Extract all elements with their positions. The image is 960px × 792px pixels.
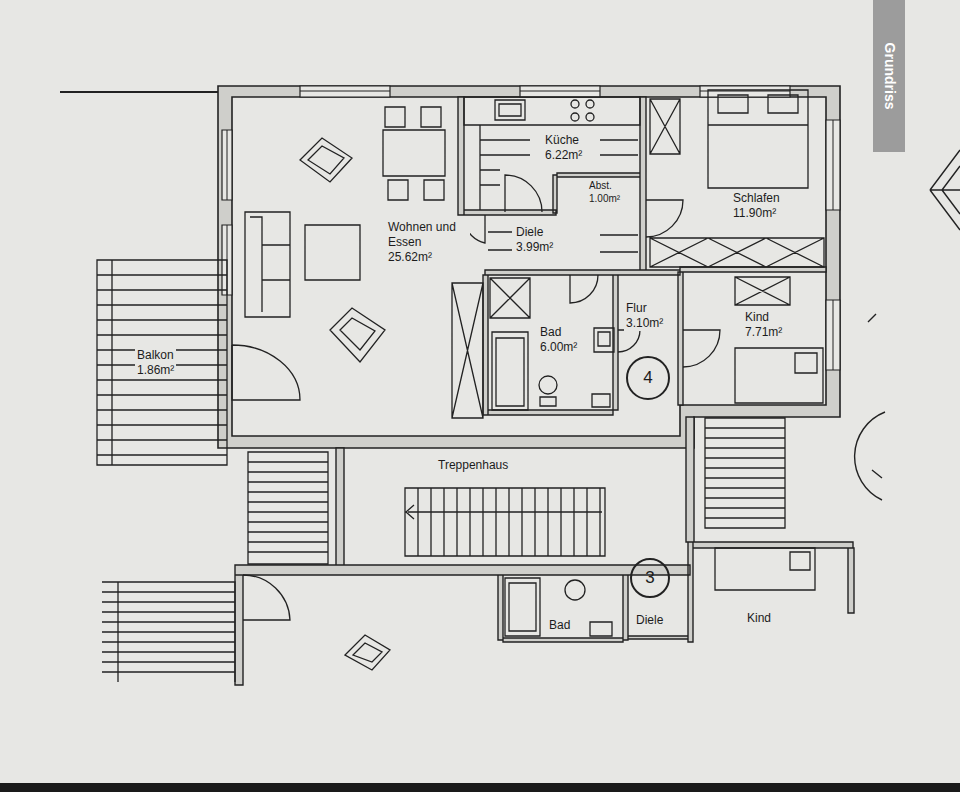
room-area: Schlafen11.90m²	[648, 97, 824, 235]
text-group: Bad6.00m²	[538, 325, 579, 355]
inner-wall	[235, 97, 854, 685]
text-group: Flur3.10m²	[624, 301, 665, 331]
room-area: Bad	[541, 600, 623, 638]
text-group: Diele3.99m²	[514, 225, 555, 255]
callout-circle: 3	[630, 558, 670, 598]
room-label: 1.00m²	[587, 192, 622, 205]
room-area: Abst.1.00m²	[557, 177, 639, 210]
room-label: 7.71m²	[743, 325, 784, 340]
room-label: Bad	[547, 618, 572, 633]
photo-edge	[0, 783, 960, 792]
callout-number: 3	[643, 569, 656, 587]
stairwell-area: Treppenhaus	[345, 450, 685, 486]
watermark-label: Grundriss	[882, 41, 897, 112]
room-label: 6.00m²	[538, 340, 579, 355]
room-label: Treppenhaus	[436, 458, 510, 473]
neighbour-line	[60, 91, 218, 93]
room-label: Kind	[743, 310, 771, 325]
room-label: Küche	[543, 133, 581, 148]
balcony-hatch	[97, 260, 785, 682]
margin-mark	[855, 150, 960, 500]
room-area: Kind	[693, 595, 848, 640]
room-area: Bad6.00m²	[488, 275, 613, 410]
text-group: Grundriss	[882, 41, 897, 112]
room-area: Flur3.10m²	[618, 275, 678, 353]
room-label: Schlafen	[731, 191, 782, 206]
room-area: Diele	[628, 605, 688, 635]
room-label: 11.90m²	[731, 206, 778, 221]
text-group: Kind7.71m²	[743, 310, 784, 340]
callout-number: 4	[641, 369, 654, 387]
room-label: Flur	[624, 301, 649, 316]
text-group: 4	[641, 369, 654, 387]
room-label: Abst.	[587, 179, 614, 192]
text-group: Kind	[745, 611, 773, 626]
text-group: Diele	[634, 613, 665, 628]
room-label: Bad	[538, 325, 563, 340]
room-label: 3.10m²	[624, 316, 665, 331]
text-group: Abst.1.00m²	[587, 179, 622, 205]
room-label: Wohnen und Essen	[386, 220, 470, 250]
staircase	[405, 488, 605, 556]
room-label: 3.99m²	[514, 240, 555, 255]
text-group: Wohnen und Essen25.62m²	[386, 220, 470, 265]
text-group: Bad	[547, 618, 572, 633]
room-label: Diele	[634, 613, 665, 628]
window	[222, 86, 840, 370]
room-area: Kind7.71m²	[683, 272, 826, 347]
text-group: 3	[643, 569, 656, 587]
room-label: 6.22m²	[543, 148, 584, 163]
text-group: Treppenhaus	[436, 458, 510, 473]
watermark-tab: Grundriss	[873, 0, 905, 152]
window-line	[227, 91, 833, 370]
room-label: Diele	[514, 225, 545, 240]
room-label: Balkon	[135, 348, 176, 363]
room-area: Wohnen und Essen25.62m²	[235, 100, 483, 280]
text-group: Schlafen11.90m²	[731, 191, 782, 221]
room-label: 25.62m²	[386, 250, 434, 265]
text-group: Balkon1.86m²	[135, 348, 176, 378]
balcony-area: Balkon1.86m²	[97, 260, 227, 465]
furniture	[232, 90, 824, 670]
callout-circle: 4	[626, 356, 670, 400]
text-group: Küche6.22m²	[543, 133, 584, 163]
room-label: 1.86m²	[135, 363, 176, 378]
room-area: Diele3.99m²	[488, 216, 640, 269]
room-label: Kind	[745, 611, 773, 626]
